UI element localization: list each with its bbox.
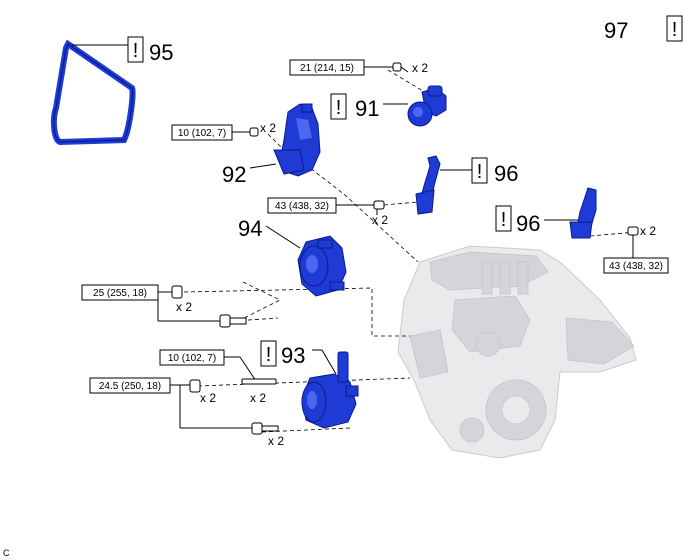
torque-box-93b: 24.5 (250, 18) <box>89 377 252 429</box>
svg-text:24.5 (250, 18): 24.5 (250, 18) <box>99 381 161 392</box>
svg-text:x 2: x 2 <box>250 391 266 405</box>
engine-hanger-left <box>415 155 441 215</box>
part-number: 95 <box>149 40 173 65</box>
warning-icon: ! <box>477 161 483 183</box>
svg-text:43 (438, 32): 43 (438, 32) <box>609 261 663 272</box>
callout-92: 92 <box>222 162 277 187</box>
callout-96-left: ! 96 <box>440 157 518 186</box>
bolt-96-right: x 2 <box>627 224 656 258</box>
svg-text:43 (438, 32): 43 (438, 32) <box>275 201 329 212</box>
part-number: 93 <box>281 343 305 368</box>
svg-text:x 2: x 2 <box>412 61 428 75</box>
alternator <box>297 235 347 297</box>
torque-box-91: 21 (214, 15) <box>289 59 393 76</box>
torque-box-93a: 10 (102, 7) <box>159 349 257 382</box>
torque-box-96-left: 43 (438, 32) <box>267 197 374 214</box>
warning-icon: ! <box>266 344 272 366</box>
corner-label: C <box>3 548 10 558</box>
torque-box-96-right: 43 (438, 32) <box>603 257 669 274</box>
mounting-bracket <box>273 103 321 177</box>
svg-text:21 (214, 15): 21 (214, 15) <box>300 63 354 74</box>
svg-text:10 (102, 7): 10 (102, 7) <box>178 128 226 139</box>
engine-assembly <box>397 245 637 459</box>
warning-icon: ! <box>672 19 678 41</box>
part-number: 96 <box>494 161 518 186</box>
callout-96-right: ! 96 <box>495 205 578 236</box>
svg-text:x 2: x 2 <box>640 224 656 238</box>
warning-icon: ! <box>336 97 342 119</box>
callout-91: ! 91 <box>330 93 408 121</box>
part-number: 92 <box>222 162 246 187</box>
stud-93: x 2 <box>241 378 277 405</box>
torque-box-92: 10 (102, 7) <box>171 124 250 141</box>
assembly-lines <box>183 69 637 433</box>
svg-text:x 2: x 2 <box>372 213 388 227</box>
drive-belt <box>50 39 136 146</box>
svg-text:x 2: x 2 <box>260 121 276 135</box>
idler-pulley <box>407 85 447 127</box>
svg-text:x 2: x 2 <box>200 391 216 405</box>
callout-93: ! 93 <box>260 340 337 375</box>
bolt-94-long <box>219 314 247 328</box>
bolt-92: x 2 <box>249 121 276 137</box>
svg-text:x 2: x 2 <box>268 434 284 448</box>
svg-text:x 2: x 2 <box>176 300 192 314</box>
bolt-93-short: x 2 <box>189 379 216 405</box>
svg-text:25 (255, 18): 25 (255, 18) <box>93 288 147 299</box>
bolt-94-short: x 2 <box>171 285 192 314</box>
svg-text:10 (102, 7): 10 (102, 7) <box>168 353 216 364</box>
warning-icon: ! <box>133 40 139 62</box>
part-number: 97 <box>604 18 628 43</box>
engine-hanger-right <box>569 187 597 239</box>
bolt-91: x 2 <box>392 61 428 75</box>
callout-94: 94 <box>238 216 301 249</box>
bolt-93-long: x 2 <box>251 422 284 448</box>
torque-box-94: 25 (255, 18) <box>81 284 220 322</box>
part-number: 96 <box>516 211 540 236</box>
part-number: 94 <box>238 216 262 241</box>
callout-95: ! 95 <box>127 36 173 65</box>
bolt-96-left: x 2 <box>372 200 388 227</box>
part-number: 91 <box>355 96 379 121</box>
ac-compressor <box>301 351 359 429</box>
callout-97: 97 ! <box>604 15 683 43</box>
warning-icon: ! <box>501 209 507 231</box>
